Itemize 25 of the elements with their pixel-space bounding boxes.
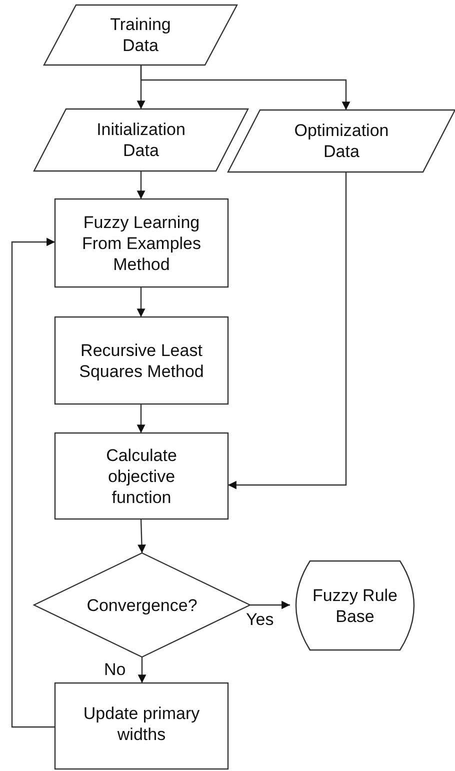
data-parallelogram	[228, 110, 455, 172]
node-label: Calculate objective function	[105, 444, 178, 508]
arrow	[11, 238, 55, 728]
arrow	[228, 172, 347, 490]
arrow	[136, 287, 146, 317]
node-label: Fuzzy Rule Base	[311, 584, 399, 626]
node-label: Initialization Data	[96, 119, 186, 161]
data-parallelogram	[34, 109, 248, 171]
arrow	[136, 404, 146, 433]
data-parallelogram	[44, 5, 237, 65]
node-label: Training Data	[109, 14, 172, 56]
arrow	[138, 518, 146, 554]
node-label: Convergence?	[86, 594, 198, 616]
process-box	[55, 683, 228, 769]
process-box	[55, 199, 228, 287]
arrow	[138, 657, 146, 683]
arrow	[136, 171, 146, 199]
process-box	[55, 317, 228, 404]
arrow	[250, 600, 290, 610]
node-label: Update primary widths	[82, 703, 201, 745]
arrow	[140, 65, 350, 110]
process-box	[55, 433, 228, 519]
node-label: Optimization Data	[293, 120, 390, 162]
node-label: Fuzzy Learning From Examples Method	[80, 212, 202, 274]
node-label: Recursive Least Squares Method	[78, 340, 205, 382]
